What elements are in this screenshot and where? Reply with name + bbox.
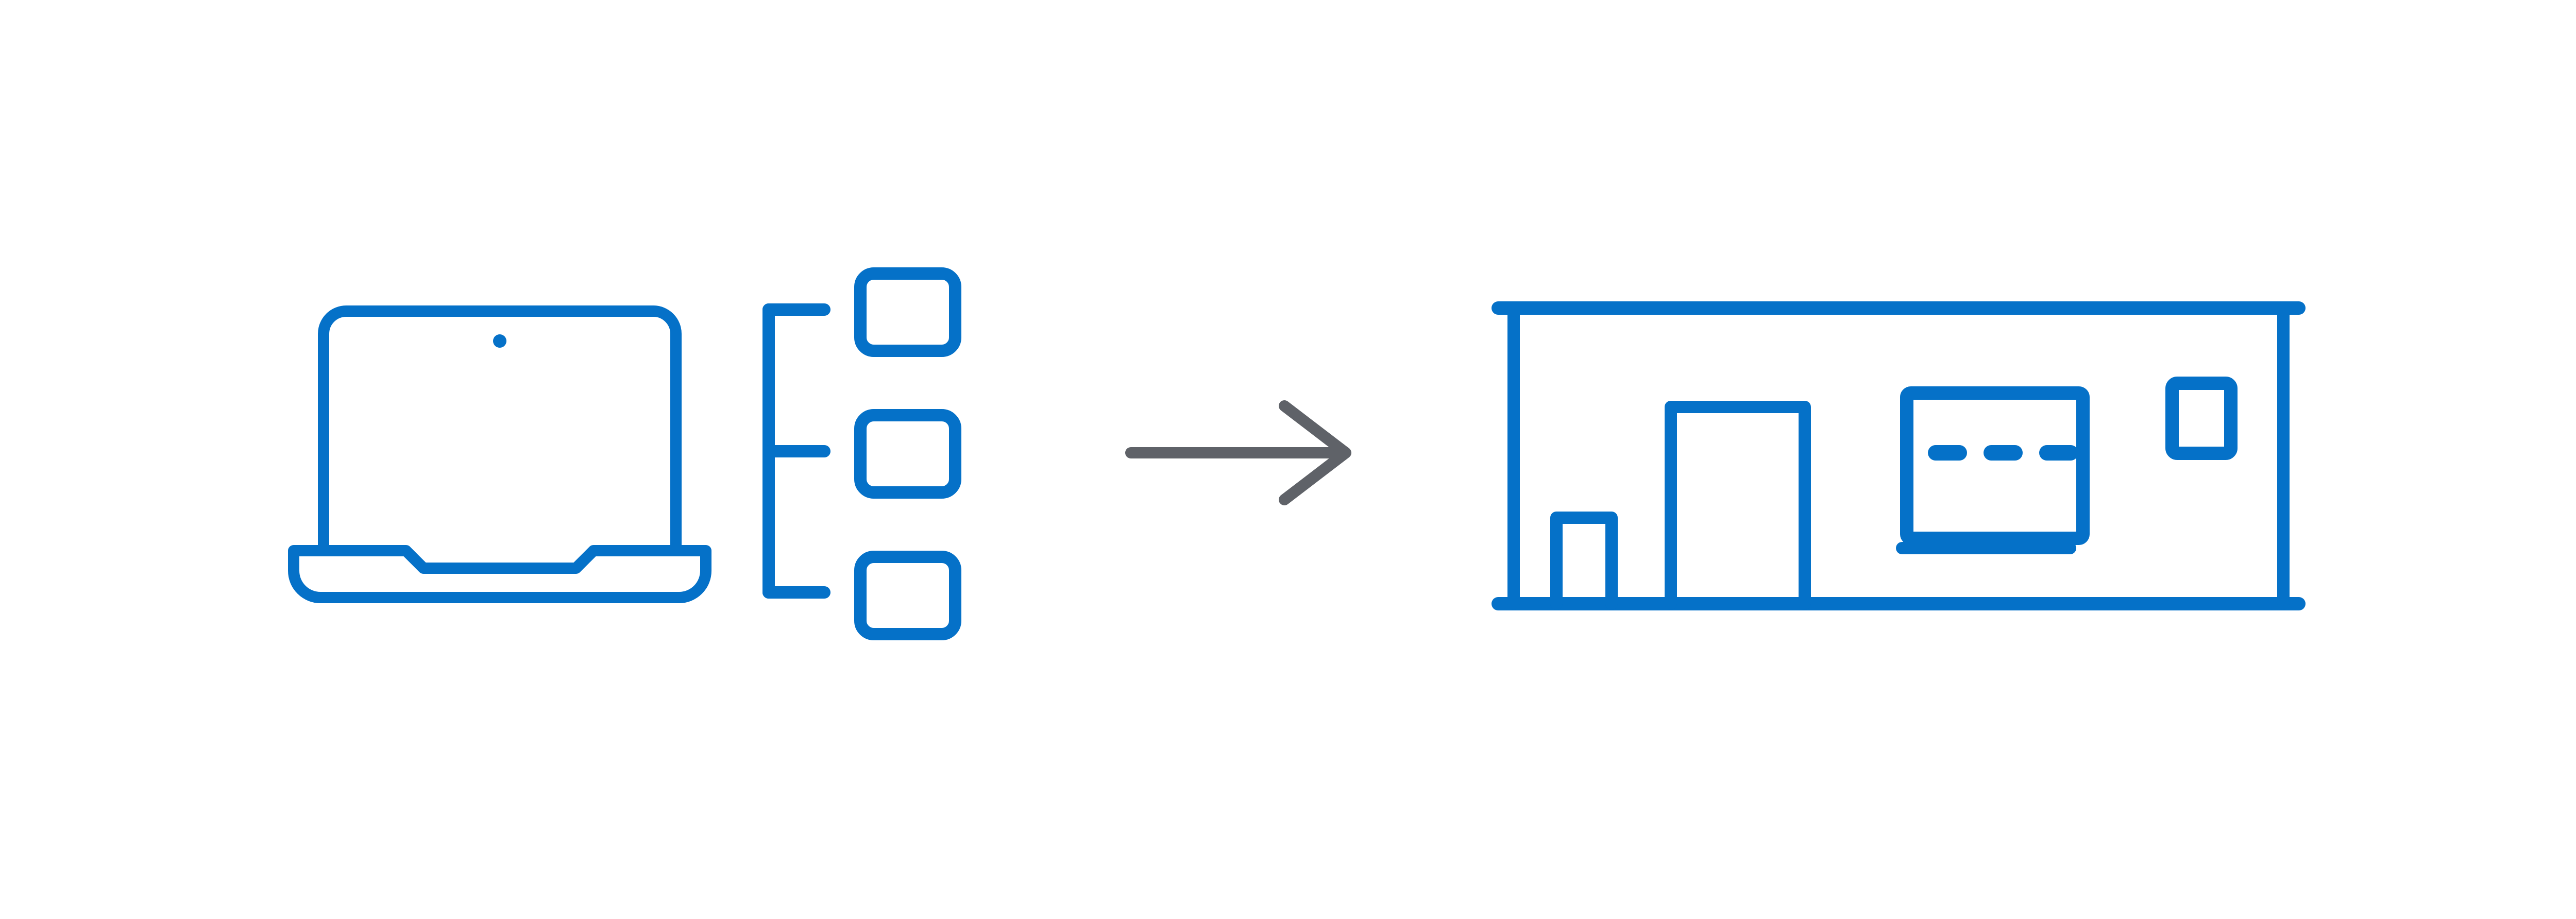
- laptop-base-outline: [288, 545, 711, 603]
- arrow-head: [1279, 400, 1351, 505]
- panel-dash-1: [1928, 445, 1967, 461]
- laptop-screen-outline: [318, 305, 682, 553]
- tree-node-2: [854, 409, 961, 499]
- arrow-right-icon: [1125, 400, 1351, 505]
- datacenter-building-icon: [1492, 301, 2306, 610]
- panel-dash-2: [1984, 445, 2023, 461]
- panel-dash-3: [2039, 445, 2078, 461]
- laptop-icon: [288, 305, 711, 603]
- server-under-bar: [1896, 542, 2076, 554]
- rack-unit-small-right: [2165, 377, 2238, 460]
- laptop-webcam-icon: [493, 334, 506, 348]
- hierarchy-tree-icon: [762, 267, 961, 640]
- server-panel: [1900, 386, 2090, 545]
- rack-tall: [1665, 401, 1811, 610]
- tree-node-3: [854, 551, 961, 640]
- rack-small-left: [1550, 512, 1618, 610]
- tree-node-1: [854, 267, 961, 357]
